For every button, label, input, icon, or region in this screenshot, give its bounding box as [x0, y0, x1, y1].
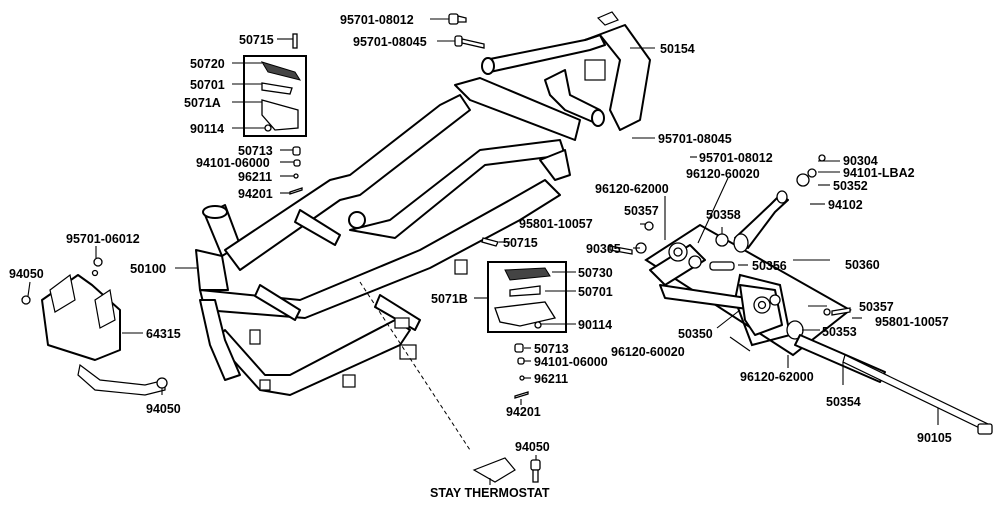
label-96120-60020-bot: 96120-60020	[611, 345, 685, 359]
stay-thermostat-part	[359, 281, 541, 483]
label-50354: 50354	[826, 395, 861, 409]
label-94050-left: 94050	[9, 267, 44, 281]
label-96120-62000-bot: 96120-62000	[740, 370, 814, 384]
label-90105: 90105	[917, 431, 952, 445]
label-50357-top: 50357	[624, 204, 659, 218]
label-50713-top: 50713	[238, 144, 273, 158]
label-95701-08012-mid: 95701-08012	[699, 151, 773, 165]
label-50701-top: 50701	[190, 78, 225, 92]
headlight-bracket	[21, 257, 168, 396]
label-94201-mid: 94201	[506, 405, 541, 419]
label-50356: 50356	[752, 259, 787, 273]
label-94102: 94102	[828, 198, 863, 212]
label-90114-mid: 90114	[578, 318, 612, 332]
label-96211-top: 96211	[238, 170, 272, 184]
label-50352: 50352	[833, 179, 868, 193]
part-labels: 95701-08012 95701-08045 50154 50715 5072…	[9, 13, 952, 500]
label-94050-right: 94050	[515, 440, 550, 454]
label-50357-right: 50357	[859, 300, 894, 314]
label-50713-mid: 50713	[534, 342, 569, 356]
label-64315: 64315	[146, 327, 181, 341]
main-frame	[195, 77, 581, 396]
leader-lines	[27, 18, 939, 485]
label-90114-top: 90114	[190, 122, 224, 136]
label-stay-thermostat: STAY THERMOSTAT	[430, 486, 550, 500]
label-96211-mid: 96211	[534, 372, 568, 386]
label-95701-08045-top: 95701-08045	[353, 35, 427, 49]
footboard-bracket-set-a	[243, 55, 307, 137]
label-50701-mid: 50701	[578, 285, 613, 299]
label-50154: 50154	[660, 42, 695, 56]
label-50350: 50350	[678, 327, 713, 341]
label-95701-08012-top: 95701-08012	[340, 13, 414, 27]
label-94101-lba2: 94101-LBA2	[843, 166, 915, 180]
label-96120-62000-top: 96120-62000	[595, 182, 669, 196]
label-50730: 50730	[578, 266, 613, 280]
label-95701-08045-mid: 95701-08045	[658, 132, 732, 146]
engine-hanger	[609, 154, 852, 357]
label-50360: 50360	[845, 258, 880, 272]
label-50720: 50720	[190, 57, 225, 71]
label-50715-top: 50715	[239, 33, 274, 47]
label-94050-bot: 94050	[146, 402, 181, 416]
label-50715-mid: 50715	[503, 236, 538, 250]
label-50353: 50353	[822, 325, 857, 339]
label-5071b: 5071B	[431, 292, 468, 306]
footboard-bracket-set-b	[481, 237, 567, 399]
label-50358: 50358	[706, 208, 741, 222]
engine-mount-axle	[786, 320, 993, 435]
label-95801-10057-right: 95801-10057	[875, 315, 949, 329]
label-90305: 90305	[586, 242, 621, 256]
label-94101-06000-mid: 94101-06000	[534, 355, 608, 369]
label-95801-10057-left: 95801-10057	[519, 217, 593, 231]
label-5071a: 5071A	[184, 96, 221, 110]
rear-carrier	[481, 11, 651, 131]
label-95701-06012: 95701-06012	[66, 232, 140, 246]
label-96120-60020-top: 96120-60020	[686, 167, 760, 181]
label-94101-06000-top: 94101-06000	[196, 156, 270, 170]
label-94201-top: 94201	[238, 187, 273, 201]
label-90304: 90304	[843, 154, 878, 168]
label-50100: 50100	[130, 261, 166, 276]
